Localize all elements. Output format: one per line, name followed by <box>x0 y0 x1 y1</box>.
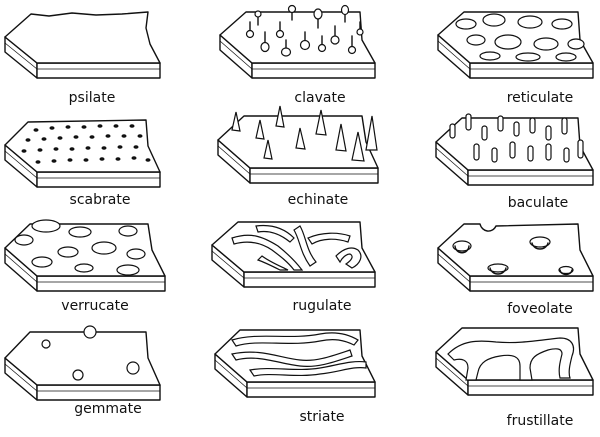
block-rugulate <box>211 221 376 288</box>
block-gemmate <box>4 325 161 401</box>
label-rugulate: rugulate <box>293 298 352 314</box>
block-verrucate <box>4 219 166 292</box>
ornament-clavae <box>245 4 364 57</box>
block-clavate <box>219 4 376 79</box>
block-striate <box>214 329 376 398</box>
block-psilate <box>4 11 161 79</box>
label-frustillate: frustillate <box>507 413 574 429</box>
ornament-verrucae <box>14 219 146 276</box>
label-scabrate: scabrate <box>70 192 131 208</box>
ornament-scabrae <box>21 124 151 164</box>
ornament-lumina <box>455 13 585 62</box>
ornament-striae <box>231 332 367 377</box>
label-clavate: clavate <box>294 90 345 106</box>
block-frustillate <box>435 327 594 396</box>
ornament-spines <box>231 105 378 162</box>
label-foveolate: foveolate <box>507 301 573 317</box>
block-foveolate <box>437 223 594 292</box>
label-echinate: echinate <box>288 192 349 208</box>
ornament-gemmae <box>41 325 140 381</box>
block-reticulate <box>437 11 594 79</box>
ornament-baculae <box>449 113 584 163</box>
ornament-foveolae <box>452 236 574 276</box>
block-scabrate <box>4 119 161 188</box>
ornament-frustillae <box>447 337 575 381</box>
label-gemmate: gemmate <box>74 401 141 417</box>
label-verrucate: verrucate <box>61 298 128 314</box>
label-psilate: psilate <box>69 90 116 106</box>
ornament-rugulae <box>231 224 362 271</box>
label-reticulate: reticulate <box>507 90 574 106</box>
block-baculate <box>435 113 594 186</box>
block-echinate <box>217 105 379 184</box>
label-striate: striate <box>299 409 344 425</box>
label-baculate: baculate <box>508 195 569 211</box>
